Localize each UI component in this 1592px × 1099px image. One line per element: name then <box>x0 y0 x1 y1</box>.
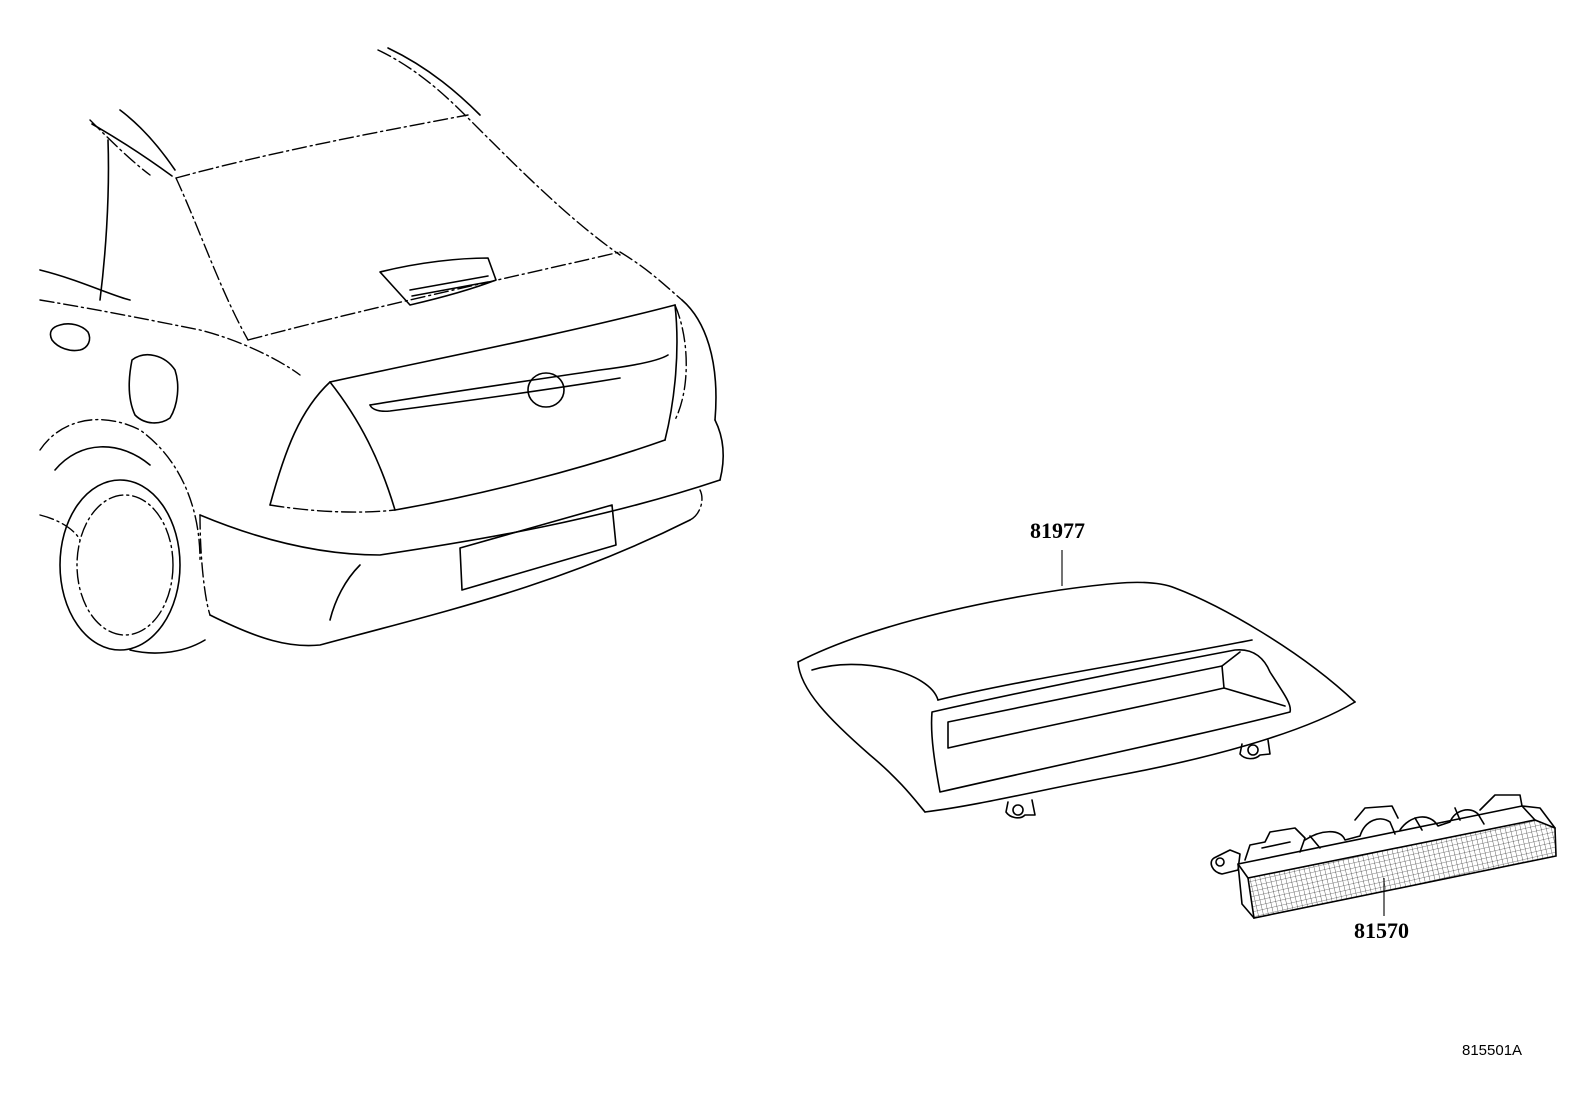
part-number-81570: 81570 <box>1354 918 1409 943</box>
stop-lamp-cover-icon <box>797 550 1356 819</box>
car-rear-view-icon <box>39 47 725 654</box>
illustration-code: 815501A <box>1462 1042 1523 1059</box>
high-mount-stop-lamp-icon <box>1210 794 1557 919</box>
part-number-81977: 81977 <box>1030 518 1085 543</box>
